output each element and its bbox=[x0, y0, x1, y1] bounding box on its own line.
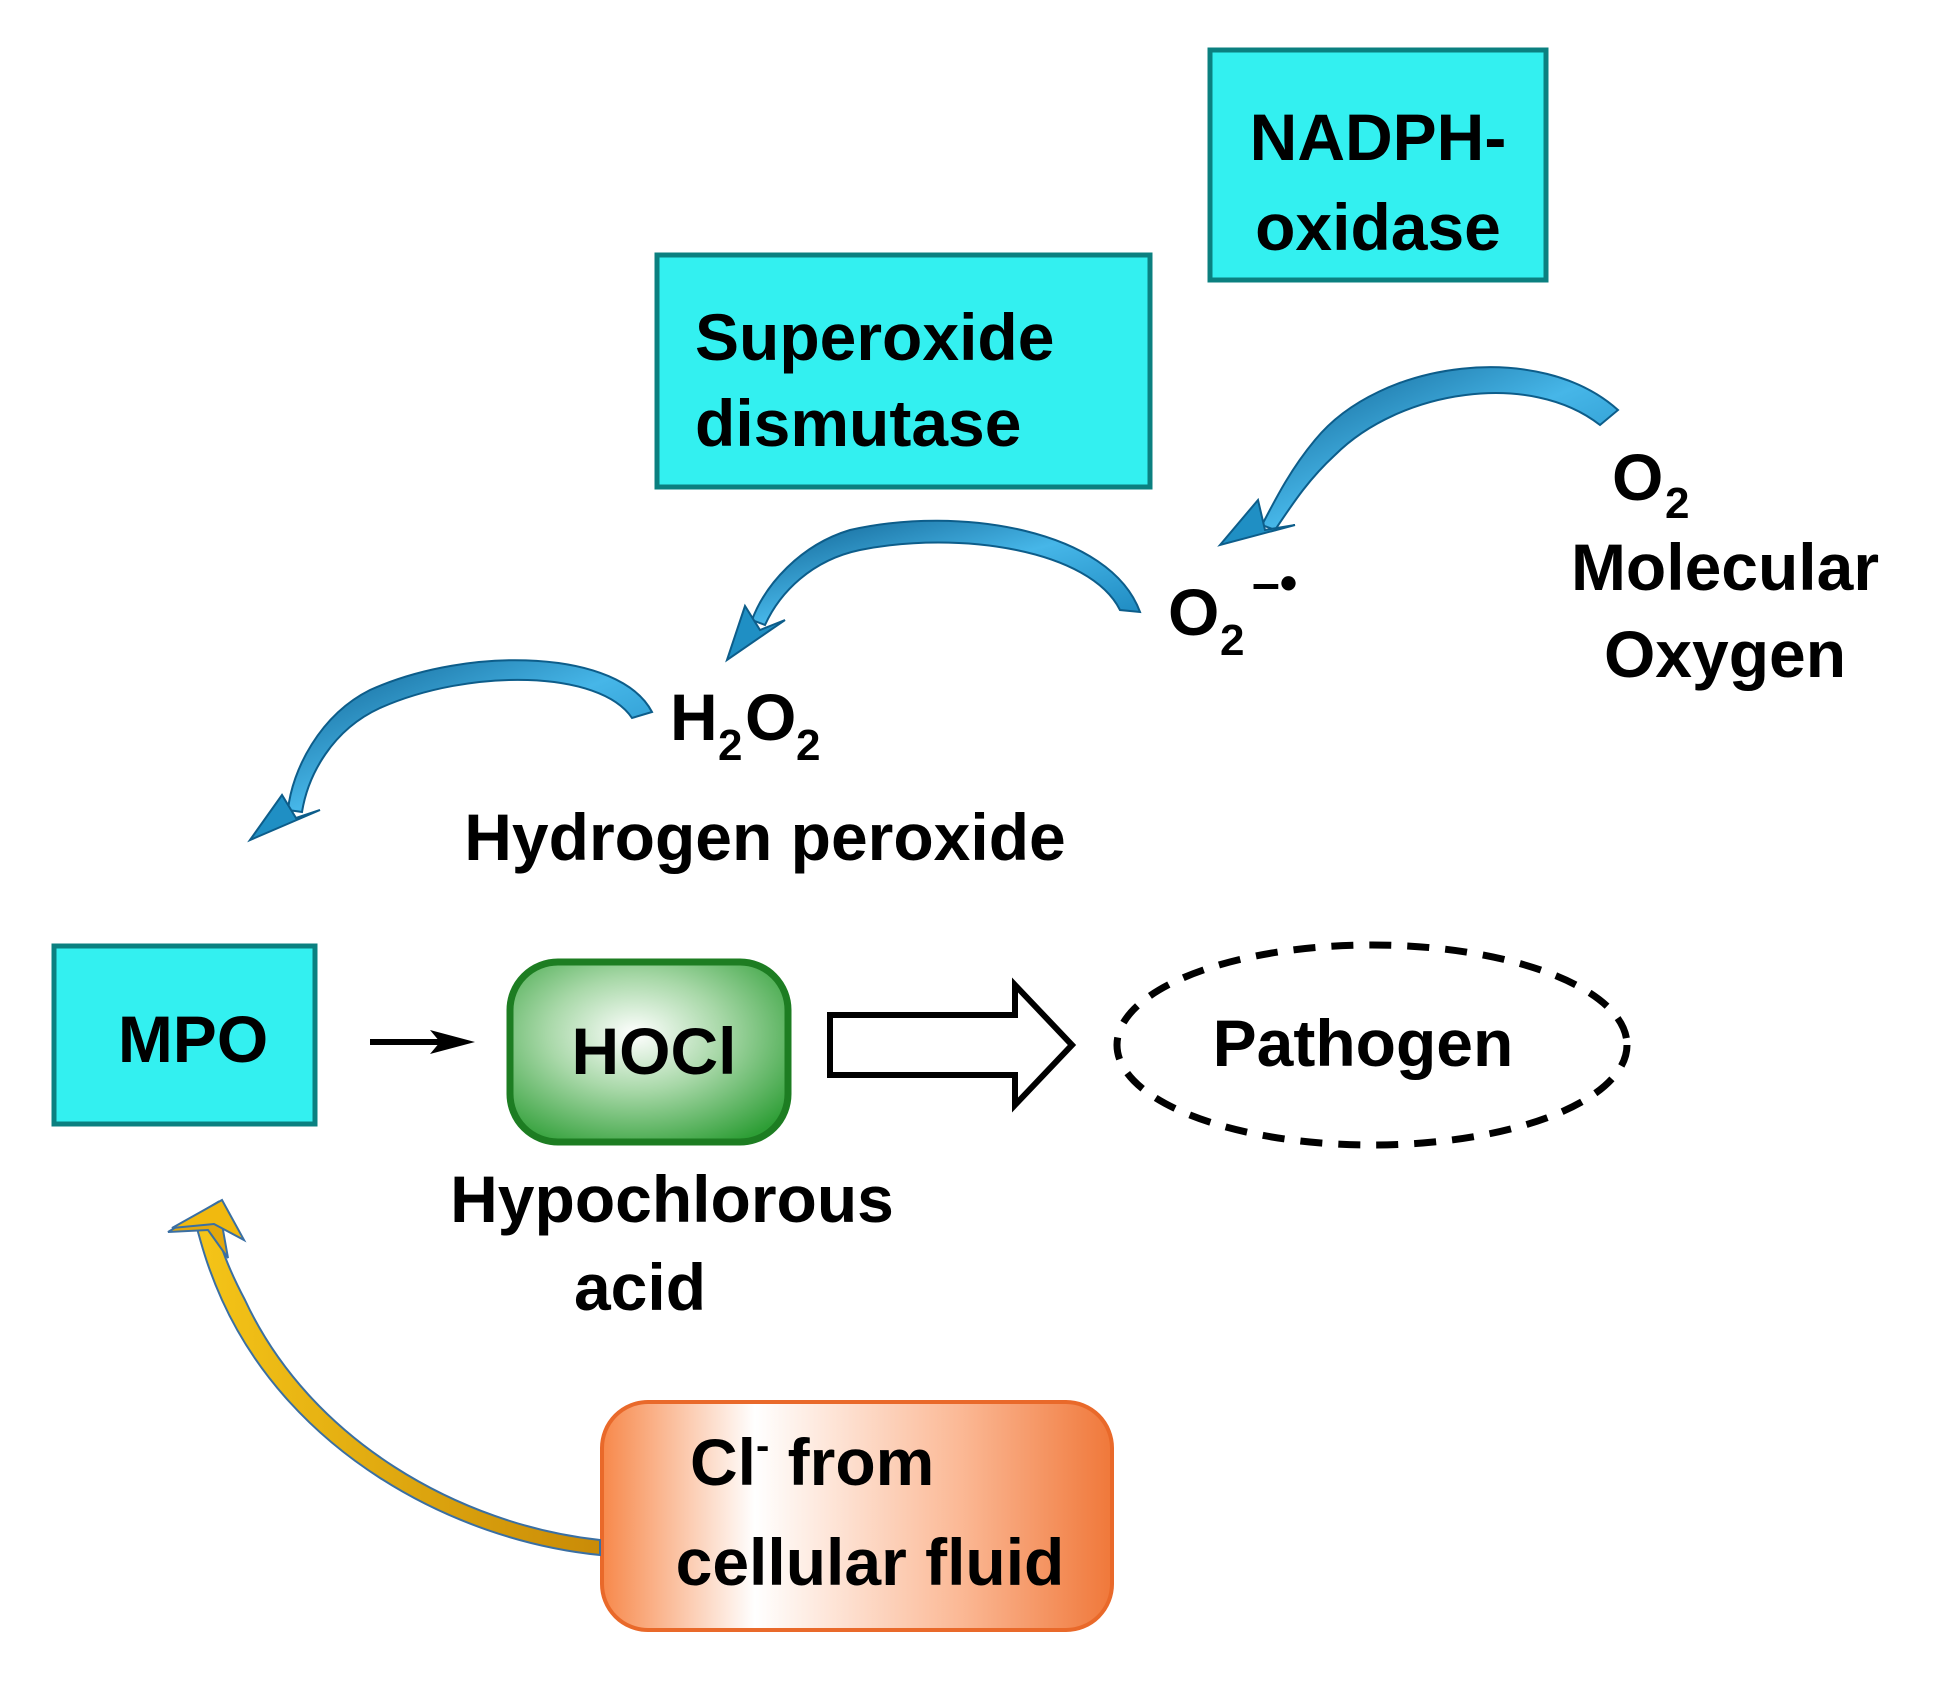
chloride-source: cellular fluid bbox=[676, 1525, 1065, 1599]
oxygen-to-superoxide-arrow bbox=[1217, 366, 1620, 547]
nadph-oxidase-box: NADPH- oxidase bbox=[1207, 47, 1549, 283]
oxygen-name-line2: Oxygen bbox=[1604, 617, 1846, 691]
oxygen-subscript: 2 bbox=[1665, 479, 1689, 528]
peroxide-name: Hydrogen peroxide bbox=[464, 800, 1065, 874]
molecular-oxygen-label: O 2 Molecular Oxygen bbox=[1571, 440, 1879, 691]
oxygen-name-line1: Molecular bbox=[1571, 530, 1879, 604]
superoxide-dismutase-label-line1: Superoxide bbox=[695, 300, 1054, 374]
oxygen-formula: O bbox=[1612, 440, 1663, 514]
superoxide-to-peroxide-arrow bbox=[725, 519, 1142, 663]
mpo-to-hocl-arrow bbox=[370, 1030, 475, 1054]
mpo-box: MPO bbox=[51, 943, 318, 1127]
hocl-name-line2: acid bbox=[574, 1250, 706, 1324]
superoxide-dismutase-box: Superoxide dismutase bbox=[654, 252, 1153, 490]
peroxide-o: O bbox=[745, 680, 796, 754]
chloride-to-mpo-arrow bbox=[167, 1198, 601, 1557]
hocl-label: HOCl bbox=[572, 1014, 737, 1088]
hydrogen-peroxide-label: H 2 O 2 Hydrogen peroxide bbox=[464, 680, 1065, 874]
nadph-oxidase-label-line2: oxidase bbox=[1255, 190, 1501, 264]
pathogen-ellipse: Pathogen bbox=[1113, 941, 1631, 1149]
superoxide-dismutase-label-line2: dismutase bbox=[695, 386, 1021, 460]
superoxide-label: O 2 –• bbox=[1168, 555, 1297, 665]
hocl-to-pathogen-arrow bbox=[827, 977, 1077, 1113]
superoxide-subscript: 2 bbox=[1220, 616, 1244, 665]
superoxide-charge: –• bbox=[1252, 555, 1297, 611]
hocl-name-line1: Hypochlorous bbox=[450, 1162, 894, 1236]
pathogen-label: Pathogen bbox=[1213, 1006, 1514, 1080]
chloride-symbol: Cl- from bbox=[690, 1424, 934, 1499]
peroxide-to-mpo-arrow bbox=[247, 659, 654, 843]
peroxide-subscript-2: 2 bbox=[796, 721, 820, 770]
peroxide-h: H bbox=[670, 680, 718, 754]
superoxide-formula: O bbox=[1168, 575, 1219, 649]
mpo-label: MPO bbox=[118, 1002, 268, 1076]
chloride-box: Cl- from cellular fluid bbox=[600, 1400, 1114, 1632]
peroxide-subscript-1: 2 bbox=[718, 721, 742, 770]
nadph-oxidase-label-line1: NADPH- bbox=[1250, 100, 1507, 174]
hocl-box: HOCl bbox=[506, 958, 792, 1146]
